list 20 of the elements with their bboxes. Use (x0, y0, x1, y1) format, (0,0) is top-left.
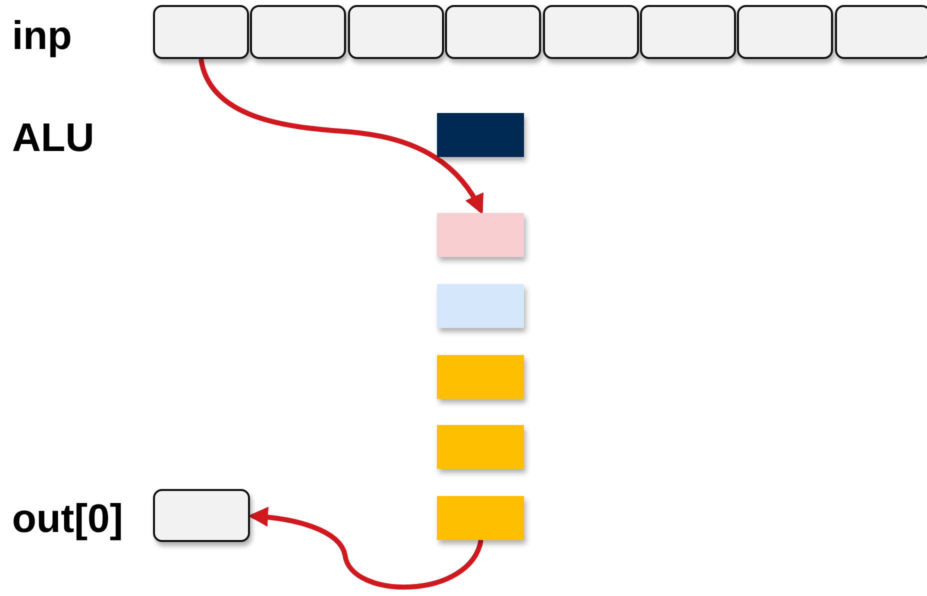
register-block (437, 355, 524, 399)
row-label: ALU (12, 118, 94, 158)
register-block (437, 284, 524, 328)
memory-cell (542, 5, 639, 59)
curved-arrow (248, 507, 484, 590)
memory-cell (153, 489, 250, 542)
register-block (437, 496, 524, 540)
register-block (437, 425, 524, 469)
memory-cell (834, 5, 927, 59)
memory-cell (153, 5, 249, 59)
register-block (437, 113, 524, 157)
memory-cell (445, 5, 542, 59)
register-block (437, 213, 524, 257)
row-label: inp (12, 16, 72, 56)
curved-arrow (198, 58, 484, 215)
row-label: out[0] (12, 499, 124, 539)
memory-cell (737, 5, 834, 59)
memory-cell (250, 5, 346, 59)
memory-cell (640, 5, 736, 59)
memory-cell (348, 5, 444, 59)
